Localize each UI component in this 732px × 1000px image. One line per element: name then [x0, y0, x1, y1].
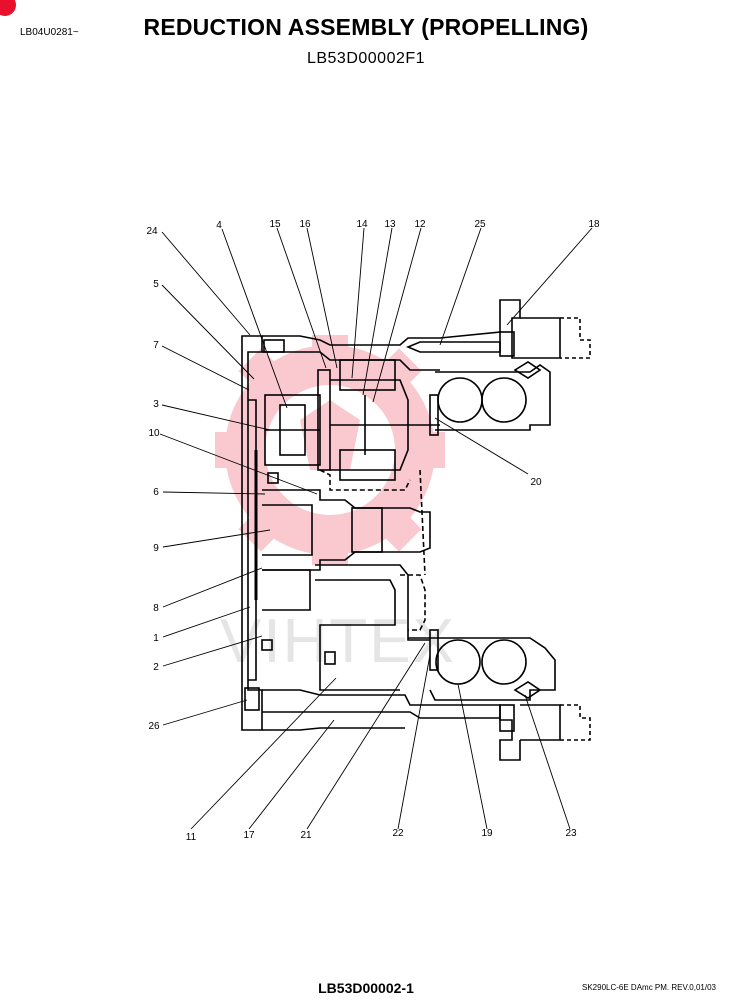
callout-21: 21	[300, 830, 312, 841]
watermark-text: VIHTEX	[220, 607, 456, 676]
callout-2: 2	[153, 662, 159, 673]
callout-11: 11	[186, 832, 197, 843]
callout-26: 26	[148, 721, 160, 732]
callout-9: 9	[153, 543, 159, 554]
watermark-logo	[215, 335, 445, 565]
callout-22: 22	[392, 828, 404, 839]
callout-25: 25	[474, 219, 486, 230]
callout-6: 6	[153, 487, 159, 498]
drawing-lines	[241, 299, 591, 761]
revision-info: SK290LC-6E DAmc PM. REV.0,01/03	[582, 983, 716, 992]
callout-7: 7	[153, 340, 159, 351]
callout-12: 12	[414, 219, 426, 230]
callout-16: 16	[299, 219, 311, 230]
callout-10: 10	[148, 428, 160, 439]
callout-8: 8	[153, 603, 159, 614]
callout-24: 24	[146, 226, 158, 237]
callout-15: 15	[269, 219, 281, 230]
serial-number: LB04U0281~	[20, 27, 79, 38]
callout-17: 17	[243, 830, 255, 841]
callout-13: 13	[384, 219, 396, 230]
drawing-code: LB53D00002-1	[318, 980, 414, 996]
callout-labels: 24 4 15 16 14 13 12 25 18 5 7 3 10 6 9 8…	[146, 219, 600, 843]
callout-20: 20	[530, 477, 542, 488]
callout-23: 23	[565, 828, 577, 839]
callout-18: 18	[588, 219, 600, 230]
callout-19: 19	[481, 828, 493, 839]
callout-14: 14	[356, 219, 368, 230]
page-title: REDUCTION ASSEMBLY (PROPELLING)	[143, 14, 589, 40]
callout-5: 5	[153, 279, 159, 290]
callout-1: 1	[153, 633, 159, 644]
leader-lines	[159, 227, 593, 830]
callout-3: 3	[153, 399, 159, 410]
corner-tab	[0, 0, 16, 16]
callout-4: 4	[216, 220, 222, 231]
part-number: LB53D00002F1	[306, 50, 426, 67]
